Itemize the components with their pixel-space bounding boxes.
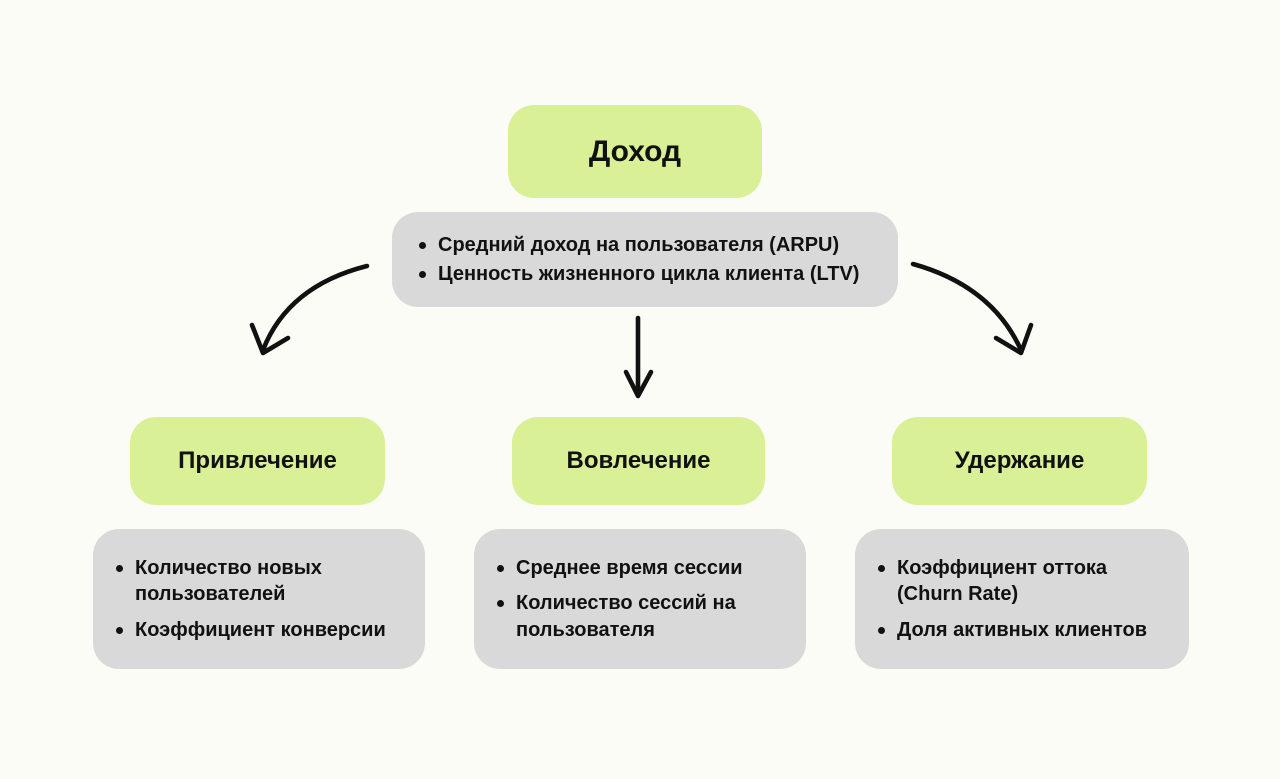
metric-item: Коэффициент оттока (Churn Rate) [871,555,1171,608]
acquisition-metrics-card: Количество новых пользователей Коэффицие… [93,529,425,669]
engagement-metrics-card: Среднее время сессии Количество сессий н… [474,529,806,669]
metric-item: Доля активных клиентов [871,617,1171,643]
branch-node-label: Вовлечение [566,447,711,474]
branch-node-retention: Удержание [892,417,1147,505]
metric-item: Коэффициент конверсии [109,617,407,643]
straight-arrow-down-icon [623,315,654,399]
metric-item: Ценность жизненного цикла клиента (LTV) [412,261,880,287]
metric-item: Среднее время сессии [490,555,788,581]
retention-metrics-card: Коэффициент оттока (Churn Rate) Доля акт… [855,529,1189,669]
engagement-metrics-list: Среднее время сессии Количество сессий н… [490,555,788,643]
root-node-revenue: Доход [508,105,762,198]
root-node-label: Доход [588,134,682,168]
metric-item: Количество сессий на пользователя [490,590,788,643]
metric-item: Количество новых пользователей [109,555,407,608]
acquisition-metrics-list: Количество новых пользователей Коэффицие… [109,555,407,643]
branch-node-label: Привлечение [178,447,337,474]
root-metrics-list: Средний доход на пользователя (ARPU) Цен… [412,232,880,287]
branch-node-label: Удержание [954,447,1085,474]
branch-node-acquisition: Привлечение [130,417,385,505]
branch-node-engagement: Вовлечение [512,417,765,505]
metric-item: Средний доход на пользователя (ARPU) [412,232,880,258]
root-metrics-card: Средний доход на пользователя (ARPU) Цен… [392,212,898,307]
curved-arrow-left-icon [249,263,370,356]
retention-metrics-list: Коэффициент оттока (Churn Rate) Доля акт… [871,555,1171,643]
curved-arrow-right-icon [910,261,1034,356]
